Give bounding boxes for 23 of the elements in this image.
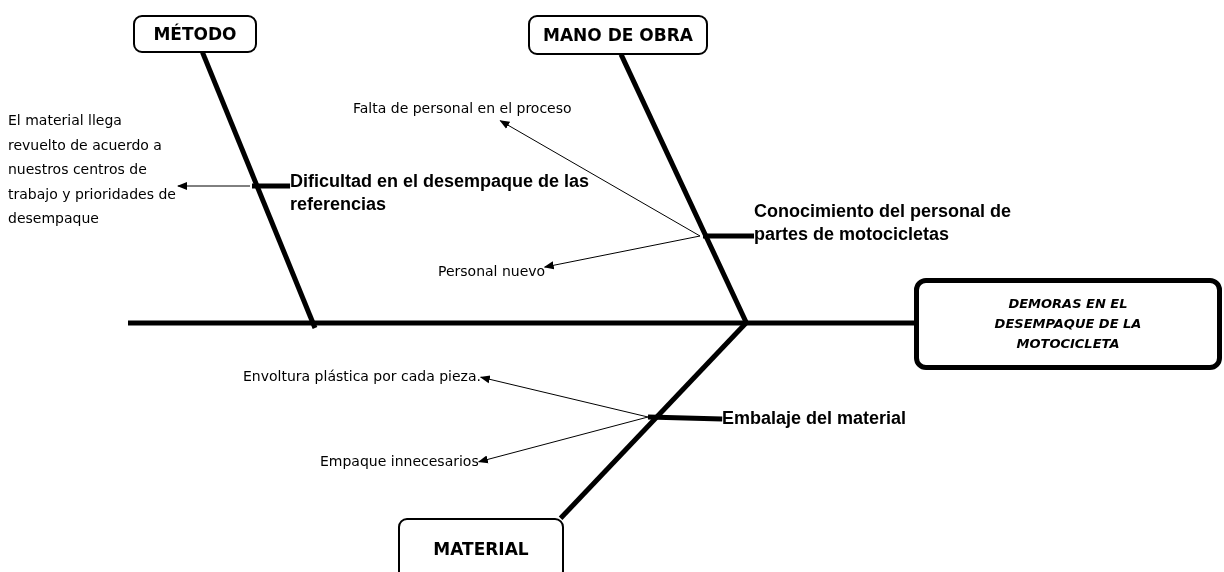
cause-text: Embalaje del material: [722, 407, 907, 431]
bone-line: [703, 233, 754, 239]
bone-line: [647, 414, 723, 422]
bone-line: [128, 320, 916, 326]
bone-line: [200, 51, 318, 329]
arrow: [543, 235, 701, 270]
arrow: [477, 416, 649, 464]
sub-cause-text: Falta de personal en el proceso: [353, 96, 572, 121]
cause-text: Conocimiento del personal de partes de motocicletas: [754, 200, 1036, 247]
sub-cause-text: Personal nuevo: [438, 259, 546, 284]
category-box: MATERIAL: [398, 518, 564, 572]
sub-cause-text: Envoltura plástica por cada pieza.: [243, 364, 481, 389]
sub-cause-text: El material llega revuelto de acuerdo a nuestros centros de trabajo y prioridades de desempaque: [8, 108, 178, 231]
sub-cause-text: Empaque innecesarios: [320, 449, 479, 474]
bone-line: [618, 53, 749, 324]
category-box: MÉTODO: [133, 15, 257, 53]
category-box: MANO DE OBRA: [528, 15, 708, 55]
bone-line: [252, 183, 291, 189]
arrow: [499, 120, 701, 237]
problem-box: DEMORAS EN EL DESEMPAQUE DE LA MOTOCICLETA: [914, 278, 1222, 370]
arrow: [177, 182, 251, 190]
arrow: [479, 375, 649, 418]
cause-text: Dificultad en el desempaque de las referencias: [290, 170, 590, 217]
